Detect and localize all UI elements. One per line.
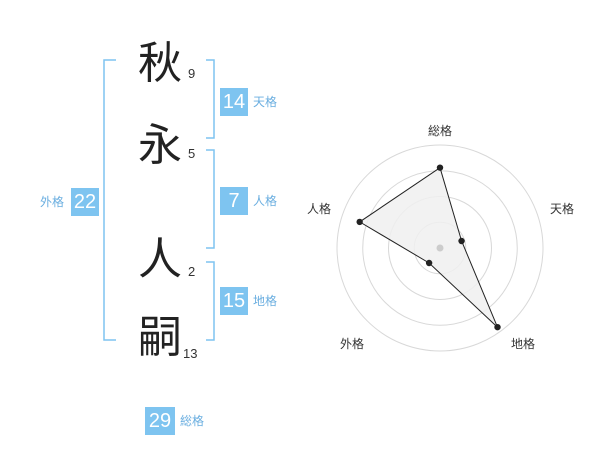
tenkaku-label: 天格 — [253, 95, 278, 109]
name-char-2: 永 — [138, 120, 182, 171]
radar-point — [356, 218, 363, 226]
chikaku-label: 地格 — [253, 294, 278, 308]
stroke-count-3: 2 — [188, 264, 196, 279]
soukaku-badge: 29 — [145, 407, 175, 435]
radar-axis-label-tenkaku: 天格 — [549, 202, 574, 216]
name-char-4: 嗣 — [138, 312, 182, 363]
radar-point — [425, 259, 433, 267]
radar-point — [494, 323, 501, 331]
gaikaku-label: 外格 — [40, 195, 65, 209]
chikaku-bracket — [206, 261, 215, 341]
radar-point — [458, 237, 465, 245]
jinkaku-bracket — [206, 149, 215, 249]
tenkaku-badge: 14 — [220, 88, 248, 116]
radar-axis-label-jinkaku: 人格 — [306, 202, 331, 216]
stroke-count-1: 9 — [188, 66, 196, 81]
name-char-1: 秋 — [138, 38, 182, 89]
stroke-count-4: 13 — [183, 346, 198, 361]
radar-center-dot — [436, 244, 444, 252]
radar-axis-label-soukaku: 総格 — [427, 124, 452, 138]
gaikaku-bracket — [103, 59, 116, 341]
chikaku-badge: 15 — [220, 287, 248, 315]
soukaku-label: 総格 — [180, 414, 205, 428]
radar-series-polygon — [358, 166, 498, 328]
radar-point — [436, 164, 444, 171]
jinkaku-label: 人格 — [253, 194, 278, 208]
gaikaku-badge: 22 — [71, 188, 99, 216]
radar-axis-label-gaikaku: 外格 — [339, 337, 364, 351]
jinkaku-badge: 7 — [220, 187, 248, 215]
stroke-count-2: 5 — [188, 146, 196, 161]
tenkaku-bracket — [206, 59, 215, 139]
radar-grid-ring — [336, 144, 544, 352]
radar-axis-label-chikaku: 地格 — [510, 337, 535, 351]
name-char-3: 人 — [138, 234, 182, 285]
